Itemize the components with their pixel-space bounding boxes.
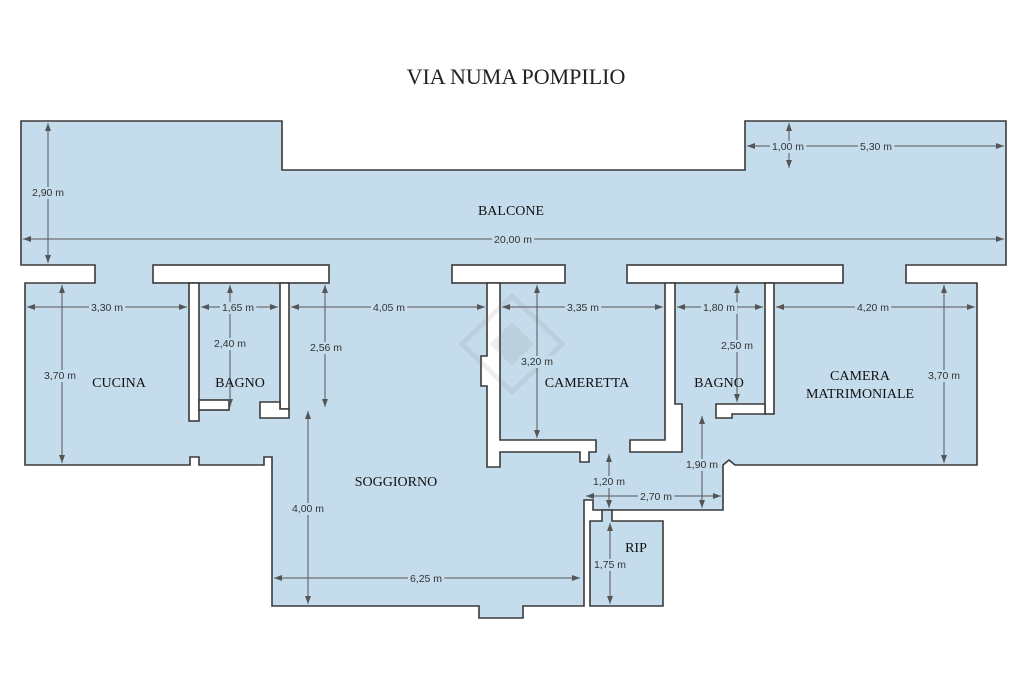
dim-bagno1-w: 1,65 m — [222, 302, 254, 314]
dim-label-bg — [590, 476, 628, 488]
dim-balcone-width: 20,00 m — [494, 234, 532, 246]
room-rip: RIP — [625, 541, 647, 556]
dim-hall-h: 1,20 m — [593, 476, 625, 488]
room-cucina: CUCINA — [92, 376, 147, 391]
dim-label-bg — [29, 187, 67, 199]
room-camera-line1: CAMERA — [830, 369, 891, 384]
dim-label-bg — [591, 559, 629, 571]
dim-rip-h: 1,75 m — [594, 559, 626, 571]
dim-balcone-step-w: 5,30 m — [860, 141, 892, 153]
dimension-labels: 2,90 m 20,00 m 1,00 m 5,30 m 3,30 m 3,70… — [29, 141, 963, 585]
dim-cucina-w: 3,30 m — [91, 302, 123, 314]
wall-segment — [715, 403, 766, 419]
dim-label-bg — [289, 503, 327, 515]
dim-label-bg — [41, 370, 79, 382]
dim-label-bg — [925, 370, 963, 382]
room-labels: BALCONE CUCINA BAGNO SOGGIORNO CAMERETTA… — [92, 204, 914, 556]
dim-cameretta-h: 3,20 m — [521, 356, 553, 368]
dim-bagno2-h: 2,50 m — [721, 340, 753, 352]
dim-bagno1-h: 2,40 m — [214, 338, 246, 350]
wall-segment — [480, 282, 597, 468]
dim-label-bg — [492, 234, 535, 246]
room-cameretta: CAMERETTA — [545, 376, 630, 391]
dim-label-bg — [370, 302, 408, 314]
room-bagno-1: BAGNO — [215, 376, 265, 391]
dim-camera-h: 3,70 m — [928, 370, 960, 382]
dim-corridor-h: 2,56 m — [310, 342, 342, 354]
floor-outline — [20, 120, 1007, 619]
dim-label-bg — [211, 338, 249, 350]
dim-label-bg — [637, 491, 675, 503]
dim-label-bg — [564, 302, 602, 314]
room-bagno-2: BAGNO — [694, 376, 744, 391]
dim-label-bg — [857, 141, 895, 153]
rip-outline — [589, 509, 664, 607]
dim-balcone-step-h: 1,00 m — [772, 141, 804, 153]
dim-soggiorno-w: 6,25 m — [410, 573, 442, 585]
dim-label-bg — [518, 356, 556, 368]
dim-label-bg — [769, 141, 807, 153]
room-balcone: BALCONE — [478, 204, 544, 219]
wall-segment — [629, 282, 683, 453]
dim-soggiorno-top-w: 4,05 m — [373, 302, 405, 314]
dim-label-bg — [88, 302, 126, 314]
dim-hall-w: 2,70 m — [640, 491, 672, 503]
street-title: VIA NUMA POMPILIO — [407, 64, 626, 89]
wall-segment — [259, 401, 290, 419]
dim-label-bg — [683, 459, 721, 471]
interior-walls — [152, 264, 844, 468]
dim-bagno2-w: 1,80 m — [703, 302, 735, 314]
watermark-logo — [458, 292, 566, 396]
dim-soggiorno-h: 4,00 m — [292, 503, 324, 515]
dim-label-bg — [700, 302, 738, 314]
wall-segment — [152, 264, 330, 284]
room-soggiorno: SOGGIORNO — [355, 475, 437, 490]
dim-label-bg — [219, 302, 257, 314]
dim-balcone-height: 2,90 m — [32, 187, 64, 199]
wall-segment — [198, 399, 230, 411]
wall-segment — [626, 264, 844, 284]
dim-label-bg — [718, 340, 756, 352]
room-camera-line2: MATRIMONIALE — [806, 387, 914, 402]
wall-segment — [764, 282, 775, 415]
dim-label-bg — [407, 573, 445, 585]
wall-segment — [188, 282, 200, 422]
dim-label-bg — [854, 302, 892, 314]
wall-segment — [451, 264, 566, 284]
dim-cameretta-w: 3,35 m — [567, 302, 599, 314]
dim-camera-w: 4,20 m — [857, 302, 889, 314]
wall-segment — [279, 282, 290, 410]
dim-cucina-h: 3,70 m — [44, 370, 76, 382]
dim-label-bg — [307, 342, 345, 354]
dim-hall2-h: 1,90 m — [686, 459, 718, 471]
